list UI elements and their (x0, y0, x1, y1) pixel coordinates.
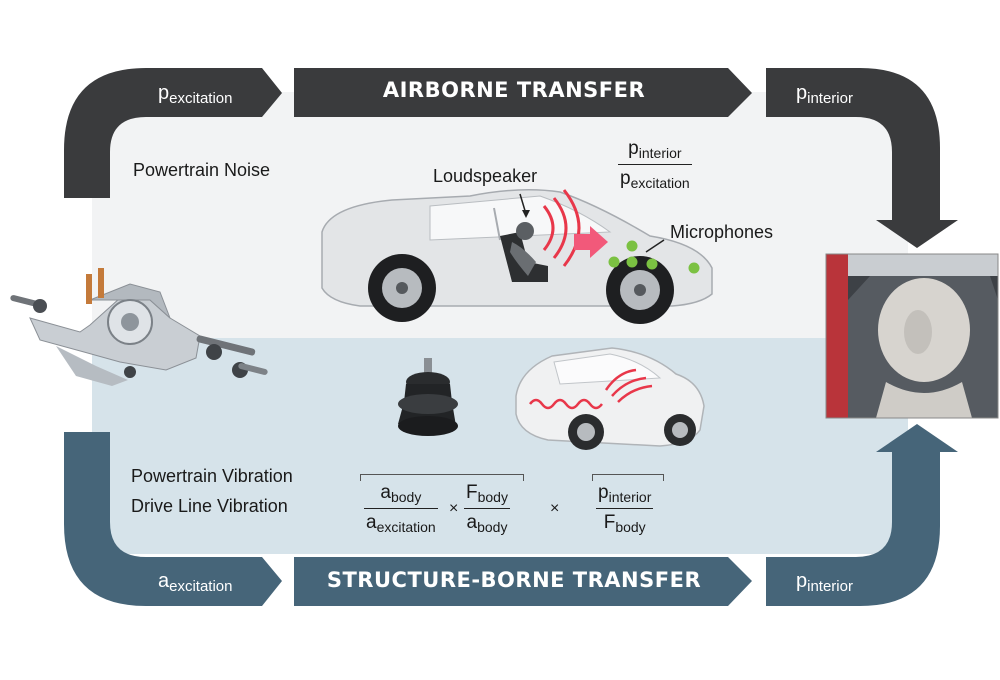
structure-left-corner-band (64, 432, 282, 606)
microphone-icon (626, 240, 638, 252)
powertrain-vibration-label: Powertrain Vibration (131, 466, 293, 486)
microphone-icon (646, 258, 658, 270)
multiply-sign: × (449, 500, 459, 517)
acoustic-transfer-bracket (592, 474, 664, 481)
airborne-transfer-title: AIRBORNE TRANSFER (382, 78, 646, 102)
airborne-transfer-ratio: pinterior pexcitation (618, 138, 692, 191)
loudspeaker-label: Loudspeaker (433, 166, 538, 186)
car-transparent-icon (515, 347, 705, 450)
microphone-icon (626, 256, 638, 268)
airborne-center-arrow (294, 68, 752, 117)
structure-input-label: aexcitation (158, 570, 233, 595)
microphones-label: Microphones (670, 222, 774, 242)
body-acceleration-ratio: abody aexcitation (364, 482, 438, 535)
body-transfer-bracket (360, 474, 524, 481)
structure-right-corner-band (766, 424, 958, 606)
engine-mount-icon (398, 358, 458, 436)
structure-panel (92, 338, 908, 554)
body-force-ratio: Fbody abody (464, 482, 510, 535)
structure-borne-transfer-title: STRUCTURE-BORNE TRANSFER (326, 568, 702, 592)
car-cutaway-icon (321, 189, 713, 324)
interior-pressure-ratio: pinterior Fbody (596, 482, 654, 535)
structure-center-arrow (294, 557, 752, 606)
microphone-icon (688, 262, 700, 274)
drive-line-vibration-label: Drive Line Vibration (131, 496, 288, 516)
multiply-sign: × (550, 500, 560, 517)
microphone-icon (608, 256, 620, 268)
airborne-left-corner-band (64, 68, 282, 198)
powertrain-noise-label: Powertrain Noise (133, 160, 271, 180)
structure-output-label: pinterior (796, 570, 853, 595)
airborne-right-corner-band (766, 68, 958, 248)
artificial-head-icon (825, 253, 999, 419)
airborne-input-label: pexcitation (158, 82, 233, 107)
airborne-output-label: pinterior (796, 82, 853, 107)
powertrain-drivetrain-icon (10, 268, 268, 386)
